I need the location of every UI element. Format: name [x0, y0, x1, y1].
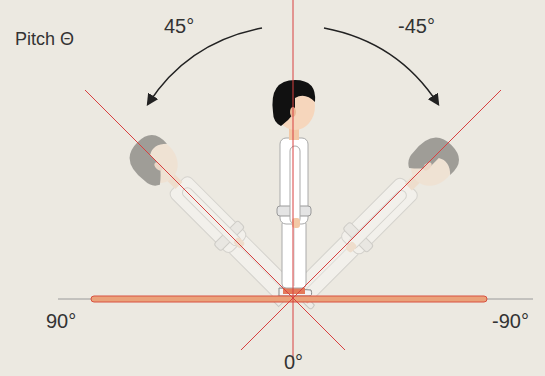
diagram-title: Pitch Θ	[15, 30, 74, 48]
tilted-figure	[121, 128, 304, 311]
axis-minus-45	[241, 90, 501, 350]
angle-label: 45°	[164, 16, 194, 36]
standing-figure	[272, 80, 315, 296]
angle-label: 90°	[46, 311, 76, 331]
tilted-figure	[283, 129, 466, 312]
vertical-axis	[293, 0, 294, 360]
axis-45	[85, 90, 345, 350]
angle-label: -45°	[398, 16, 435, 36]
angle-label: -90°	[492, 311, 529, 331]
rotation-arrow	[148, 28, 262, 104]
ground-bar	[91, 296, 487, 302]
rotation-arrow	[324, 28, 438, 104]
angle-label: 0°	[284, 352, 303, 372]
